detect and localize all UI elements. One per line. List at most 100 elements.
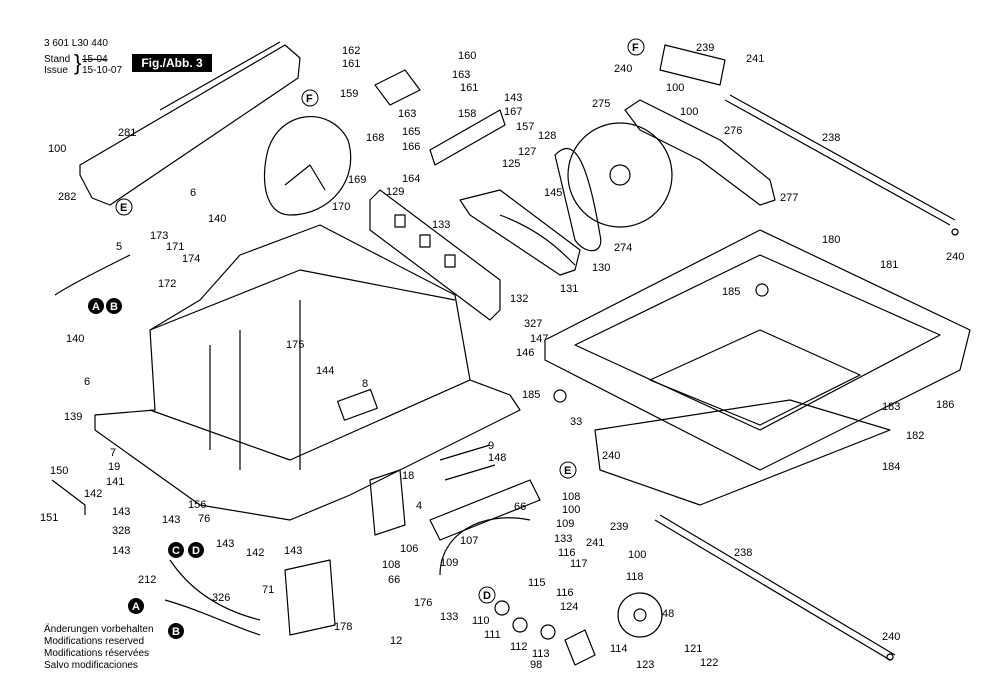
blade-cover-plate-129	[369, 189, 501, 321]
callout-167: 167	[504, 106, 522, 118]
callout-176: 176	[414, 597, 432, 609]
callout-180: 180	[822, 234, 840, 246]
callout-100: 100	[666, 82, 684, 94]
power-cord-5	[54, 254, 131, 296]
issue-label: Issue	[44, 65, 68, 76]
foot-185-upper	[755, 283, 769, 297]
callout-142: 142	[246, 547, 264, 559]
rip-fence-281	[79, 44, 301, 206]
stand-label: Stand	[44, 54, 71, 65]
callout-19: 19	[108, 461, 120, 473]
rail-bracket-239	[659, 44, 726, 86]
modification-notes: Änderungen vorbehalten Modifications res…	[44, 624, 154, 672]
note-fr: Modifications réservées	[44, 648, 150, 659]
blade-guard-slot	[284, 164, 326, 191]
callout-169: 169	[348, 174, 366, 186]
plate-window-3	[444, 254, 456, 268]
callout-18: 18	[402, 470, 414, 482]
header-brace: }	[74, 50, 82, 75]
plates-9-148	[439, 444, 496, 481]
bracket-plate-157	[429, 109, 506, 166]
callout-71: 71	[262, 584, 274, 596]
callout-274: 274	[614, 242, 632, 254]
callout-9: 9	[488, 440, 494, 452]
marker-A-cable: A	[128, 598, 144, 614]
housing-lower-rim	[149, 379, 471, 461]
svg-text:D: D	[192, 545, 200, 557]
retaining-clips-240	[886, 228, 959, 661]
callout-133: 133	[432, 219, 450, 231]
callout-12: 12	[390, 635, 402, 647]
callout-4: 4	[416, 500, 422, 512]
callout-139: 139	[64, 411, 82, 423]
drive-belt-274	[554, 147, 602, 252]
callout-145: 145	[544, 187, 562, 199]
base-housing-139	[94, 224, 521, 521]
callout-143: 143	[216, 538, 234, 550]
callout-6: 6	[190, 187, 196, 199]
svg-text:D: D	[483, 590, 491, 602]
callout-108: 108	[562, 491, 580, 503]
callout-124: 124	[560, 601, 578, 613]
callout-183: 183	[882, 401, 900, 413]
callout-143: 143	[284, 545, 302, 557]
hex-key-150	[51, 479, 86, 515]
marker-B-cable: B	[168, 623, 184, 639]
marker-D-knob: D	[478, 586, 496, 604]
callout-109: 109	[440, 557, 458, 569]
callout-146: 146	[516, 347, 534, 359]
switch-cover-178	[284, 559, 336, 636]
callout-100: 100	[562, 504, 580, 516]
callout-147: 147	[530, 333, 548, 345]
dust-port-159	[374, 69, 421, 106]
washer-111	[512, 617, 528, 633]
callout-240: 240	[614, 63, 632, 75]
callout-239: 239	[610, 521, 628, 533]
callout-98: 98	[530, 659, 542, 671]
marker-E-fence: E	[115, 198, 133, 216]
callout-33: 33	[570, 416, 582, 428]
callout-276: 276	[724, 125, 742, 137]
callout-66: 66	[388, 574, 400, 586]
washer-113	[540, 624, 556, 640]
callout-143: 143	[162, 514, 180, 526]
callout-130: 130	[592, 262, 610, 274]
housing-label-8	[337, 388, 378, 421]
callout-181: 181	[880, 259, 898, 271]
callout-106: 106	[400, 543, 418, 555]
table-top-180	[544, 229, 971, 471]
callout-238: 238	[822, 132, 840, 144]
callout-161: 161	[460, 82, 478, 94]
marker-A-cord: A	[88, 298, 104, 314]
callout-133: 133	[440, 611, 458, 623]
callout-125: 125	[502, 158, 520, 170]
on-off-switch-4	[369, 469, 406, 536]
callout-212: 212	[138, 574, 156, 586]
callout-100: 100	[48, 143, 66, 155]
callout-6: 6	[84, 376, 90, 388]
callout-107: 107	[460, 535, 478, 547]
callout-240: 240	[882, 631, 900, 643]
callout-66: 66	[514, 501, 526, 513]
issue-value: 15-10-07	[82, 65, 123, 76]
callout-174: 174	[182, 253, 200, 265]
callout-7: 7	[110, 447, 116, 459]
callout-241: 241	[586, 537, 604, 549]
callout-132: 132	[510, 293, 528, 305]
svg-text:F: F	[306, 93, 313, 105]
svg-text:A: A	[132, 601, 140, 613]
callout-144: 144	[316, 365, 334, 377]
callout-112: 112	[510, 641, 528, 653]
callout-186: 186	[936, 399, 954, 411]
callout-159: 159	[340, 88, 358, 100]
bevel-knob-center	[633, 608, 647, 622]
callout-172: 172	[158, 278, 176, 290]
callout-175: 175	[286, 339, 304, 351]
callout-141: 141	[106, 476, 124, 488]
callout-115: 115	[528, 577, 546, 589]
callout-281: 281	[118, 127, 136, 139]
callout-113: 113	[532, 648, 550, 660]
callout-185: 185	[522, 389, 540, 401]
callout-163: 163	[452, 69, 470, 81]
callout-140: 140	[66, 333, 84, 345]
